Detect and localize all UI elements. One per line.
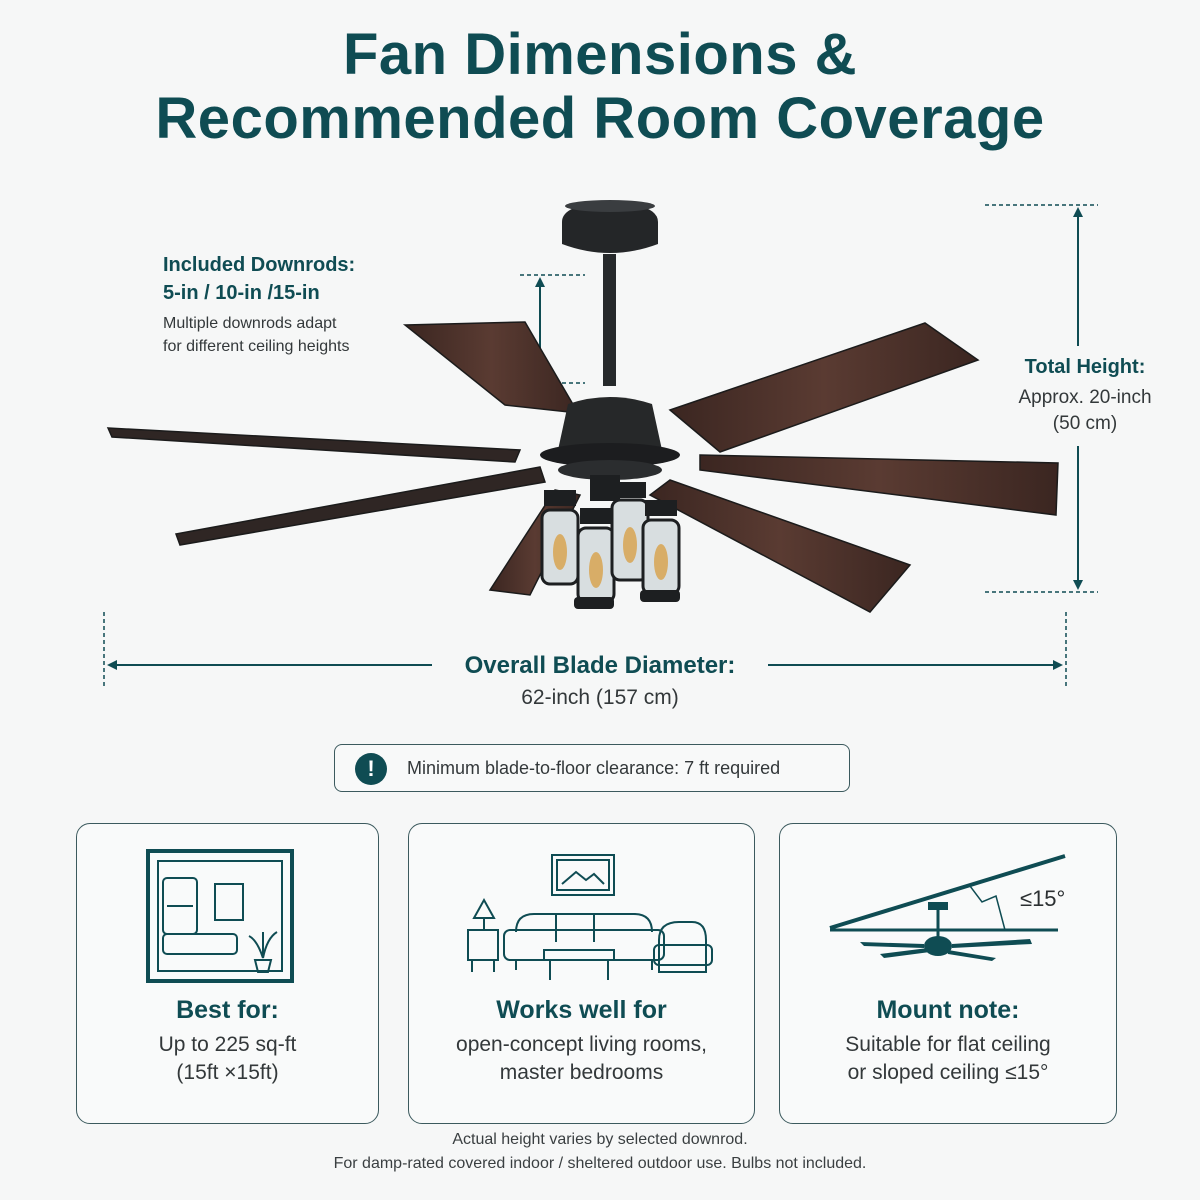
clearance-notice-text: Minimum blade-to-floor clearance: 7 ft r…: [407, 758, 781, 778]
card-mount-note-title: Mount note:: [876, 996, 1020, 1024]
diameter-heading: Overall Blade Diameter:: [464, 652, 736, 679]
card-works-well-line1: open-concept living rooms,: [456, 1033, 707, 1056]
card-works-well: Works well for open-concept living rooms…: [408, 823, 755, 1124]
diameter-value: 62-inch (157 cm): [521, 686, 679, 709]
height-value-line2: (50 cm): [1052, 413, 1118, 434]
diameter-dimension-line: [103, 612, 1067, 686]
footnote-line2: For damp-rated covered indoor / sheltere…: [333, 1155, 867, 1172]
page-title-line2: Recommended Room Coverage: [155, 86, 1045, 151]
card-best-for: Best for: Up to 225 sq-ft (15ft ×15ft): [76, 823, 379, 1124]
card-works-well-line2: master bedrooms: [499, 1061, 664, 1084]
downrods-heading: Included Downrods:: [163, 254, 356, 276]
downrods-sizes: 5-in / 10-in /15-in: [163, 282, 320, 304]
living-room-icon: [467, 854, 713, 980]
page-title-line1: Fan Dimensions &: [343, 22, 857, 87]
card-best-for-title: Best for:: [176, 996, 279, 1024]
card-mount-note-line2: or sloped ceiling ≤15°: [847, 1061, 1049, 1084]
footnote-line1: Actual height varies by selected downrod…: [452, 1131, 748, 1148]
room-floorplan-icon: [146, 849, 294, 983]
downrods-desc-line2: for different ceiling heights: [163, 338, 350, 355]
height-dimension-line: [985, 204, 1098, 593]
slope-angle-label: ≤15°: [1020, 886, 1065, 911]
card-mount-note-line1: Suitable for flat ceiling: [845, 1033, 1051, 1056]
sloped-ceiling-icon: ≤15°: [829, 854, 1066, 961]
card-works-well-title: Works well for: [496, 996, 667, 1024]
card-mount-note: ≤15° Mount note: Suitable for flat ceili…: [779, 823, 1117, 1124]
exclamation-icon: !: [355, 753, 387, 785]
card-best-for-line2: (15ft ×15ft): [176, 1061, 279, 1084]
ceiling-fan-illustration: [106, 200, 1059, 613]
clearance-notice: ! Minimum blade-to-floor clearance: 7 ft…: [334, 744, 850, 792]
downrods-desc-line1: Multiple downrods adapt: [163, 315, 337, 332]
height-value-line1: Approx. 20-inch: [1018, 387, 1152, 408]
height-heading: Total Height:: [1024, 356, 1146, 378]
card-best-for-line1: Up to 225 sq-ft: [158, 1033, 297, 1056]
fan-dimension-diagram: [103, 200, 1098, 686]
